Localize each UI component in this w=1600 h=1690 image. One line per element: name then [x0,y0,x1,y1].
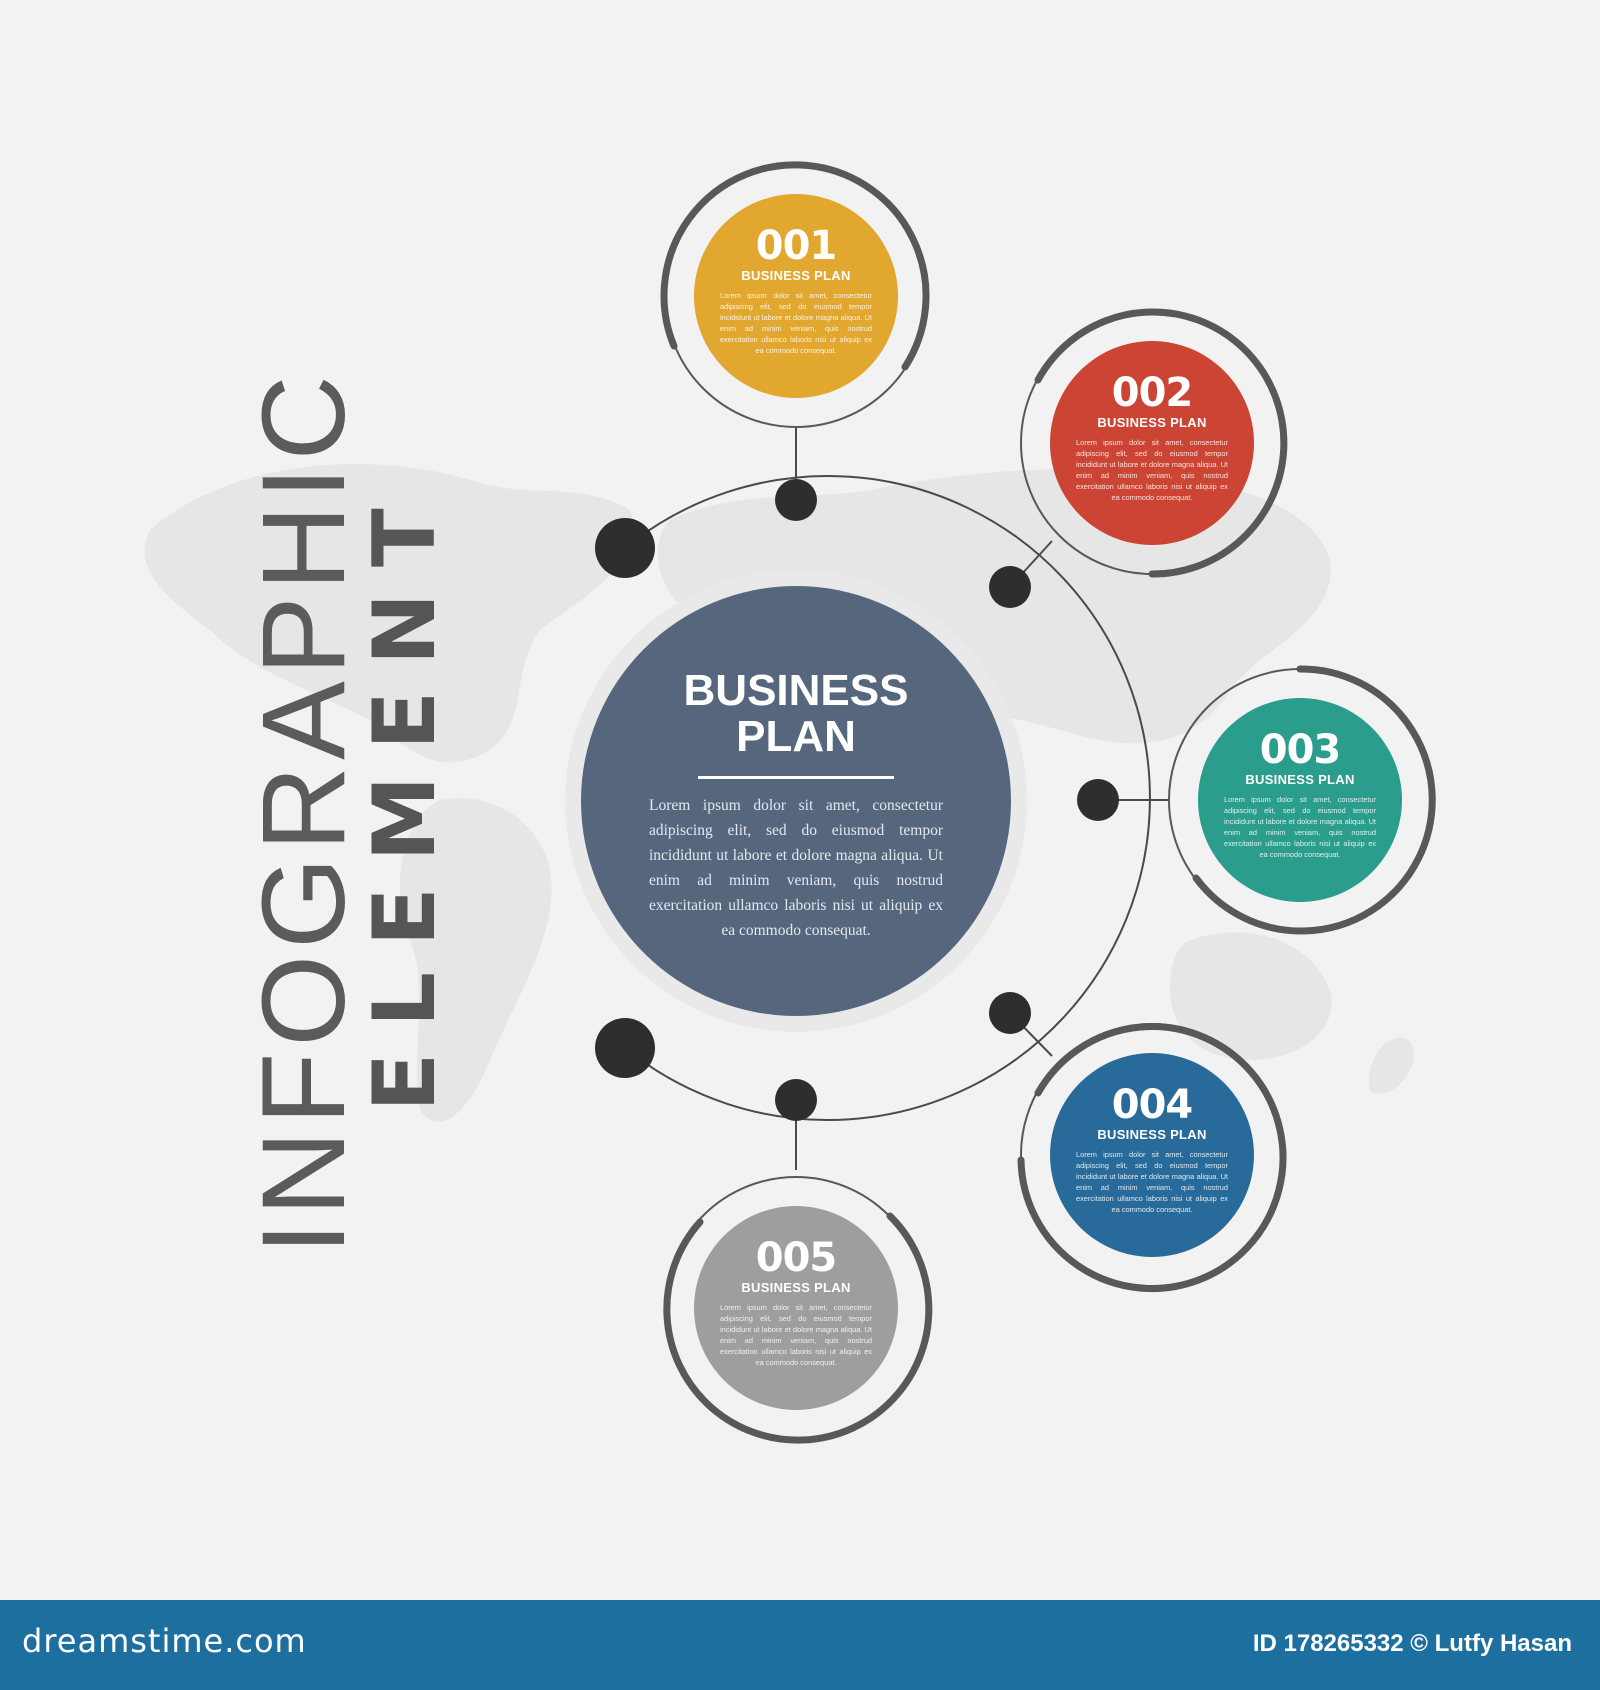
step-node-001: 001 BUSINESS PLAN Lorem ipsum dolor sit … [694,194,898,398]
joint-dot-005 [775,1079,817,1121]
step-body: Lorem ipsum dolor sit amet, consectetur … [1076,1150,1228,1214]
ring-005-accent [663,1212,933,1444]
step-number: 001 [755,223,838,269]
central-hub-divider [698,776,894,779]
step-label: BUSINESS PLAN [741,268,851,283]
step-label: BUSINESS PLAN [1097,415,1207,430]
joint-dot-003 [1077,779,1119,821]
infographic-canvas: INFOGRAPHIC ELEMENT [144,161,1436,1444]
ring-001-accent [660,161,930,371]
step-node-002: 002 BUSINESS PLAN Lorem ipsum dolor sit … [1050,341,1254,545]
footer-brand[interactable]: dreamstime.com [22,1622,307,1660]
step-number: 003 [1259,727,1342,773]
step-node-003: 003 BUSINESS PLAN Lorem ipsum dolor sit … [1198,698,1402,902]
ring-004-accent [1017,1023,1287,1293]
central-hub: BUSINESS PLAN Lorem ipsum dolor sit amet… [581,586,1011,1016]
step-body: Lorem ipsum dolor sit amet, consectetur … [1224,795,1376,859]
step-node-004: 004 BUSINESS PLAN Lorem ipsum dolor sit … [1050,1053,1254,1257]
step-body: Lorem ipsum dolor sit amet, consectetur … [720,291,872,355]
joint-dot-001 [775,479,817,521]
ring-002-accent [1034,308,1288,578]
footer-bar: dreamstime.com ID 178265332 © Lutfy Hasa… [0,1600,1600,1690]
step-body: Lorem ipsum dolor sit amet, consectetur … [720,1303,872,1367]
step-body: Lorem ipsum dolor sit amet, consectetur … [1076,438,1228,502]
step-number: 005 [755,1235,838,1281]
joint-dot-004 [989,992,1031,1034]
central-hub-body: Lorem ipsum dolor sit amet, consectetur … [649,797,943,939]
footer-credit: ID 178265332 © Lutfy Hasan [1252,1630,1572,1657]
hub-end-dot-top [595,518,655,578]
step-number: 004 [1111,1082,1194,1128]
step-node-005: 005 BUSINESS PLAN Lorem ipsum dolor sit … [694,1206,898,1410]
step-label: BUSINESS PLAN [1245,772,1355,787]
step-label: BUSINESS PLAN [1097,1127,1207,1142]
ring-003-accent [1192,665,1436,935]
hub-arc [624,475,1151,1121]
step-label: BUSINESS PLAN [741,1280,851,1295]
hub-end-dot-bottom [595,1018,655,1078]
central-hub-title: BUSINESS PLAN [683,666,909,761]
joint-dot-002 [989,566,1031,608]
diagram-connectors [595,161,1436,1444]
step-number: 002 [1111,370,1194,416]
